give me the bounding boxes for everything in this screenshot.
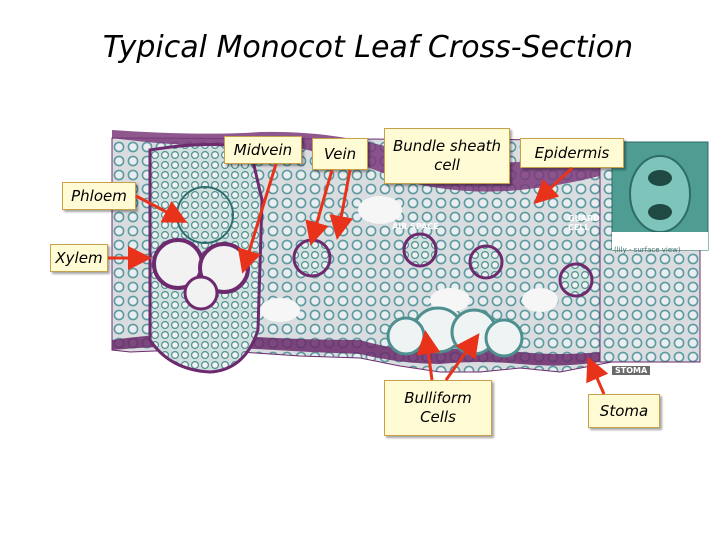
label-bulliform-cells: Bulliform Cells [384,380,492,436]
arrow-epidermis [533,166,574,205]
stoma-bottom-caption: STOMA [612,366,651,375]
stoma-inset-caption: STOMA [636,236,669,245]
arrow-midvein [237,163,278,274]
arrow-stoma [586,356,609,395]
label-epidermis: Epidermis [520,138,624,168]
arrow-phloem [135,194,188,223]
stoma-surface-view-caption: (lily - surface view) [614,246,681,254]
label-midvein: Midvein [224,136,302,164]
label-xylem: Xylem [50,244,108,272]
label-phloem: Phloem [62,182,136,210]
label-bundle-sheath-cell: Bundle sheath cell [384,128,510,184]
air-space-caption: AIR SPACE [392,222,439,231]
guard-cell-caption: GUARD CELL [568,214,600,232]
arrow-bulliform-2 [444,333,480,381]
label-stoma: Stoma [588,394,660,428]
page-title: Typical Monocot Leaf Cross-Section [102,30,634,65]
arrow-vein-2 [329,169,354,240]
arrow-vein-1 [305,169,334,246]
label-vein: Vein [312,138,368,170]
arrow-bulliform-1 [416,330,441,381]
